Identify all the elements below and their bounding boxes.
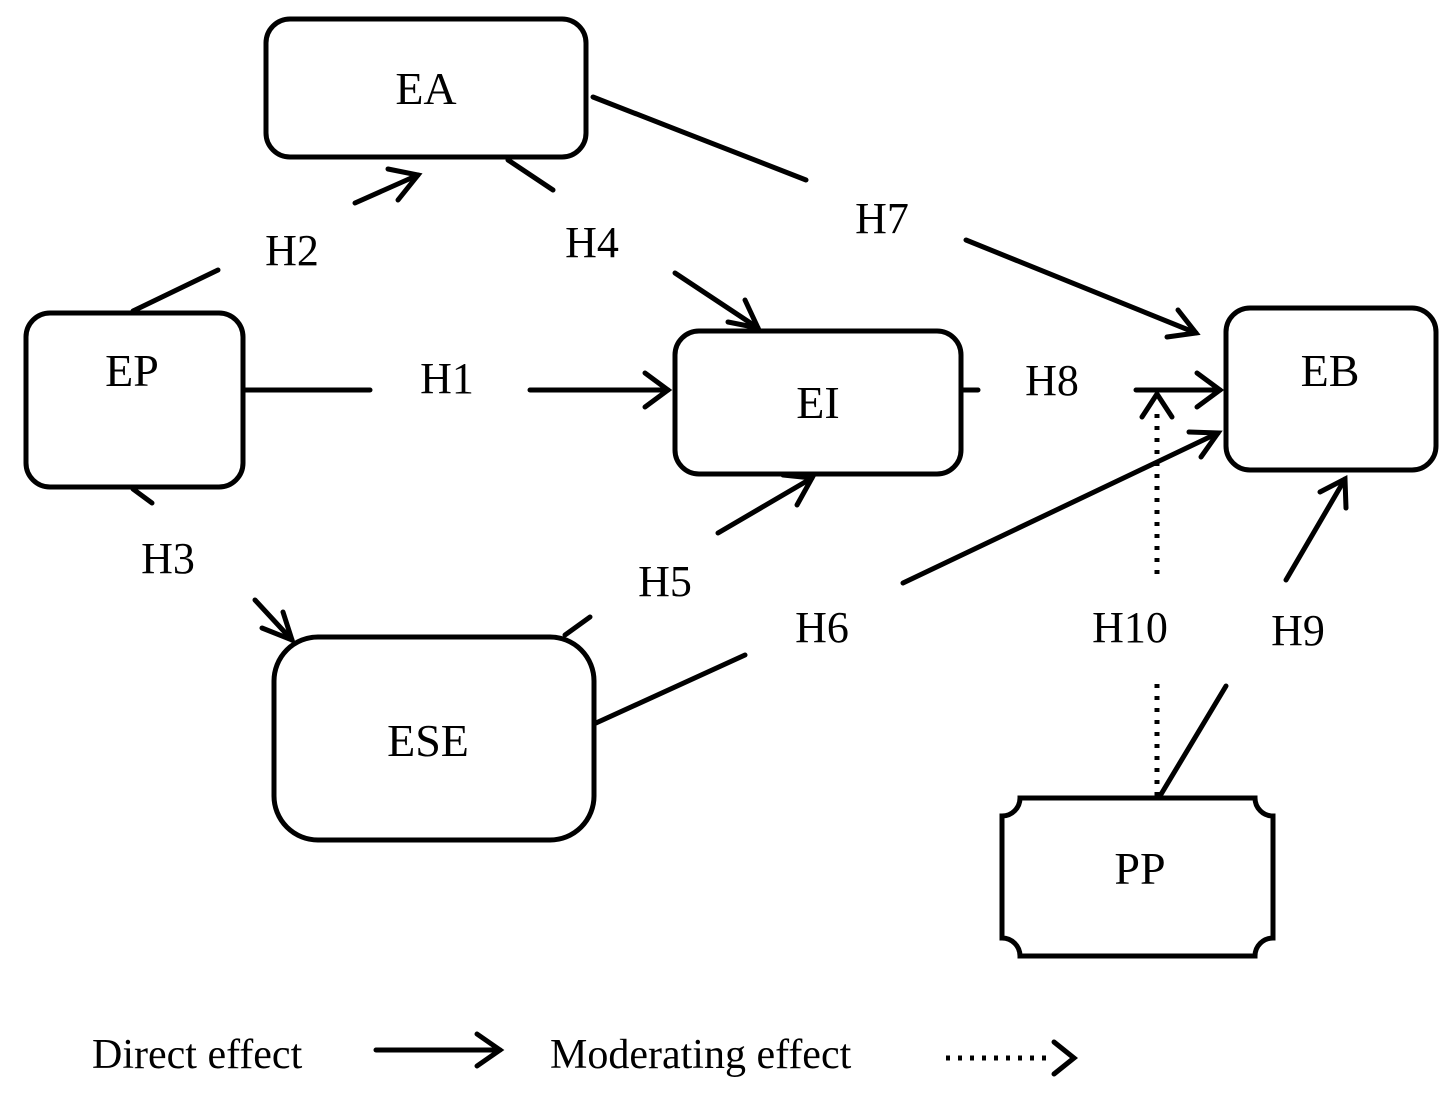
node-ea-label: EA bbox=[395, 63, 456, 114]
node-eb-label: EB bbox=[1301, 345, 1360, 396]
edge-h2 bbox=[130, 166, 423, 314]
legend-moderating-arrow bbox=[946, 1039, 1079, 1077]
label-h2: H2 bbox=[265, 226, 319, 275]
node-ep-label: EP bbox=[105, 345, 159, 396]
label-h9: H9 bbox=[1271, 606, 1325, 655]
edge-h8 bbox=[960, 370, 1225, 410]
node-ep: EP bbox=[23, 310, 246, 490]
label-h5: H5 bbox=[638, 557, 692, 606]
node-ea: EA bbox=[263, 16, 589, 160]
label-h10: H10 bbox=[1092, 603, 1168, 652]
node-ei-label: EI bbox=[796, 377, 839, 428]
legend: Direct effect Moderating effect bbox=[92, 1031, 1079, 1078]
node-ei: EI bbox=[672, 328, 964, 477]
edge-h4 bbox=[505, 157, 763, 332]
node-pp: PP bbox=[999, 795, 1276, 959]
label-h1: H1 bbox=[420, 354, 474, 403]
edge-h7 bbox=[590, 94, 1201, 340]
edge-h10-moderating bbox=[1139, 389, 1175, 796]
label-h6: H6 bbox=[795, 603, 849, 652]
label-h7: H7 bbox=[855, 194, 909, 243]
legend-moderating-label: Moderating effect bbox=[550, 1032, 852, 1078]
label-h3: H3 bbox=[141, 534, 195, 583]
edge-h1 bbox=[242, 370, 673, 410]
node-pp-label: PP bbox=[1114, 843, 1165, 894]
label-h4: H4 bbox=[565, 218, 619, 267]
node-ese-label: ESE bbox=[387, 715, 469, 766]
legend-direct-arrow bbox=[373, 1031, 505, 1069]
legend-direct-label: Direct effect bbox=[92, 1032, 303, 1078]
edge-h6 bbox=[593, 429, 1223, 726]
edge-h3 bbox=[130, 486, 297, 645]
node-eb: EB bbox=[1223, 305, 1439, 473]
label-h8: H8 bbox=[1025, 356, 1079, 405]
edge-h9 bbox=[1157, 474, 1349, 799]
edge-h5 bbox=[562, 472, 817, 638]
node-ese: ESE bbox=[271, 634, 597, 843]
